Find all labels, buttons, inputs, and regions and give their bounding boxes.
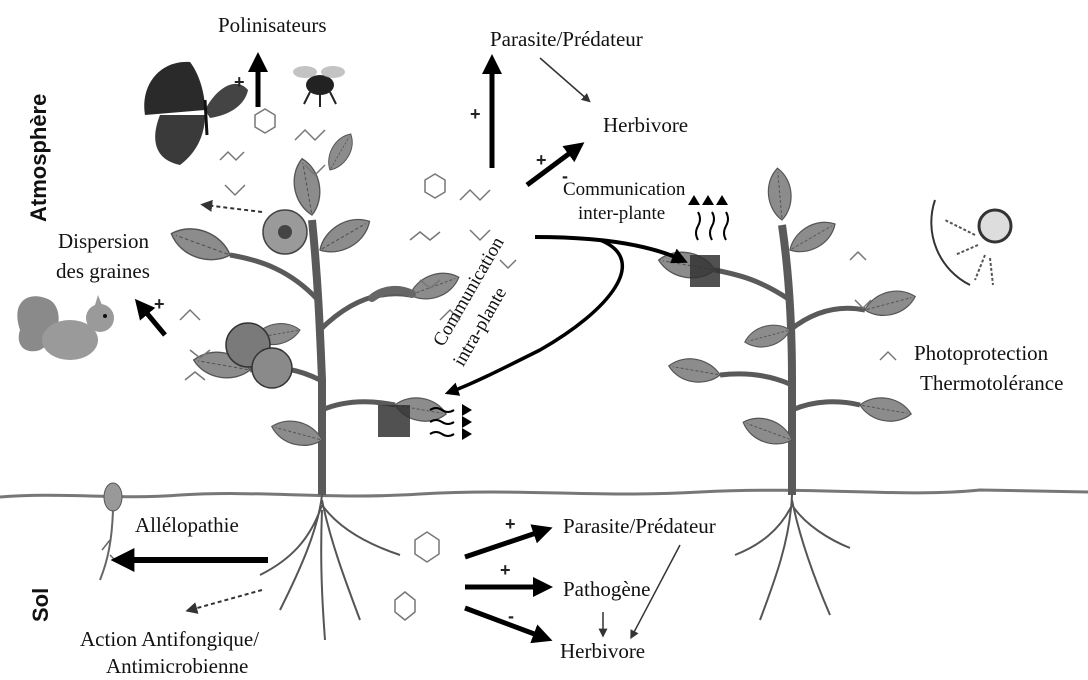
sign-parasite-top: +: [470, 104, 481, 125]
sign-herbivore-top: +: [536, 150, 547, 171]
label-allelopathy: Allélopathie: [135, 514, 239, 537]
label-pollinators: Polinisateurs: [218, 14, 327, 37]
flower-icon: [263, 210, 307, 254]
label-antifungal-2: Antimicrobienne: [106, 655, 248, 678]
label-parasite-soil: Parasite/Prédateur: [563, 515, 716, 538]
bee-icon: [293, 66, 345, 107]
damaged-leaf-right: [690, 255, 720, 287]
squirrel-icon: [17, 295, 114, 360]
sun-icon: [931, 200, 1011, 285]
label-parasite-top: Parasite/Prédateur: [490, 28, 643, 51]
label-pathogen: Pathogène: [563, 578, 650, 601]
label-comm-inter-2: inter-plante: [578, 204, 665, 225]
label-dispersal-1: Dispersion: [58, 230, 149, 253]
label-herbivore-top: Herbivore: [603, 114, 688, 137]
ground-line: [0, 490, 1088, 497]
label-herbivore-soil: Herbivore: [560, 640, 645, 663]
label-photoprotection: Photoprotection: [914, 342, 1048, 365]
damaged-leaf-left: [378, 405, 410, 437]
arrow-dispersal-dashed: [205, 205, 262, 212]
sign-dispersal: +: [154, 294, 165, 315]
zone-label-soil: Sol: [28, 588, 54, 622]
zone-label-atmosphere: Atmosphère: [26, 94, 52, 222]
arrow-parasite-to-herbivore: [540, 58, 588, 100]
arrow-antifungal: [190, 590, 262, 610]
butterfly-icon: [144, 62, 248, 165]
sign-herbivore-top-minus: -: [562, 166, 568, 187]
arrow-herbivore-soil: [465, 608, 545, 638]
label-thermotolerance: Thermotolérance: [920, 372, 1063, 395]
label-comm-inter-1: Communication: [563, 180, 685, 201]
sign-parasite-soil: +: [505, 514, 516, 535]
arrow-comm-inter: [535, 237, 682, 260]
label-antifungal-1: Action Antifongique/: [80, 628, 259, 651]
sign-herbivore-soil: -: [508, 606, 514, 627]
sign-pathogen: +: [500, 560, 511, 581]
label-dispersal-2: des graines: [56, 260, 150, 283]
sign-pollinators: +: [234, 72, 245, 93]
